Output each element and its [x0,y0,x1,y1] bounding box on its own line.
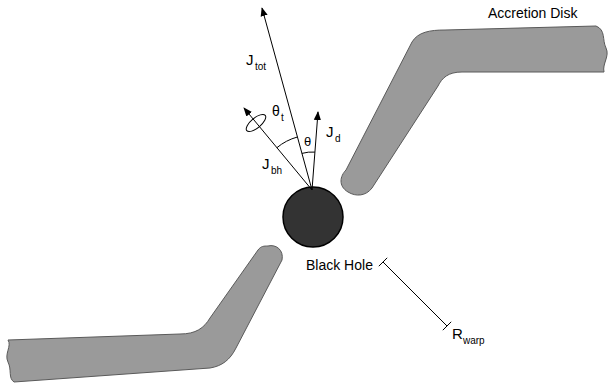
disk-angular-momentum-arrow [312,112,318,190]
vector-subscript: tot [255,62,266,72]
precession-ellipse [244,111,269,134]
vector-subscript: bh [271,166,282,176]
angle-arc [277,137,298,148]
angle-symbol: θ [304,135,311,148]
accretion-disk-lower [7,246,282,382]
dimension-subscript: warp [463,336,485,346]
disk-label: Accretion Disk [488,6,577,20]
vector-symbol: J [262,156,270,171]
total-angular-momentum-arrow [262,8,312,190]
black-hole-label: Black Hole [306,258,373,272]
spin-arrow [244,108,312,190]
angle-symbol: θ [272,104,280,118]
black-hole [283,187,343,247]
vector-symbol: J [326,124,334,139]
vector-subscript: d [335,134,341,144]
angle-arc [302,152,315,153]
accretion-disk-upper [341,26,607,195]
dimension-tick [379,258,387,266]
vector-symbol: J [246,52,254,67]
dimension-line [383,262,447,326]
angle-subscript: t [281,113,284,123]
dimension-tick [443,322,451,330]
dimension-symbol: R [452,326,463,341]
